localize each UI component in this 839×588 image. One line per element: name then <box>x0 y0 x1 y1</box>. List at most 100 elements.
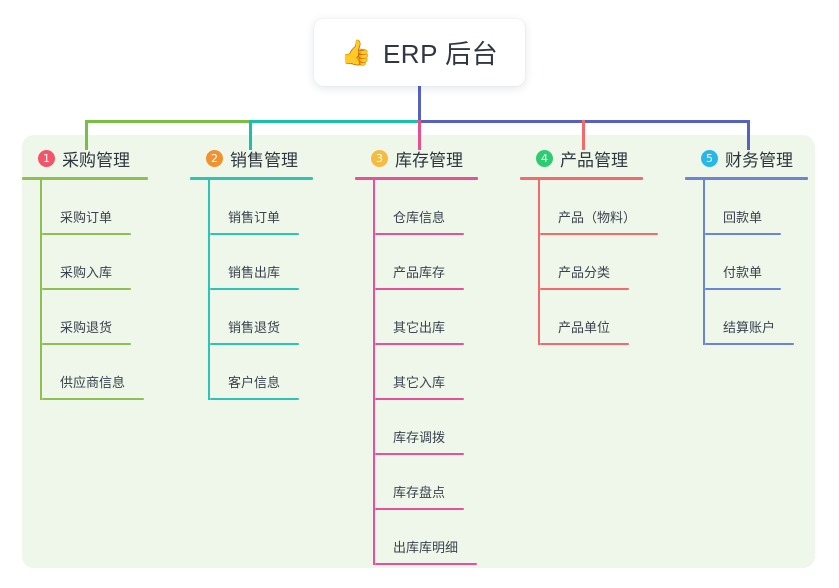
branch-items: 采购订单采购入库采购退货供应商信息 <box>22 180 185 400</box>
branch-underline <box>355 177 478 180</box>
branch-item-label: 其它出库 <box>393 320 446 335</box>
branch-title: 库存管理 <box>395 150 463 170</box>
branch-item-rule <box>42 233 131 235</box>
branch-item-label: 仓库信息 <box>393 210 446 225</box>
branch-badge-icon: 5 <box>701 149 718 167</box>
branch-item[interactable]: 出库库明细 <box>373 510 525 565</box>
branch-item-rule <box>540 233 658 235</box>
branch-column-2: 2 销售管理销售订单销售出库销售退货客户信息 <box>190 146 353 400</box>
branch-item-label: 产品分类 <box>558 265 611 280</box>
branch-item[interactable]: 仓库信息 <box>373 180 525 235</box>
branch-item[interactable]: 供应商信息 <box>40 345 185 400</box>
branch-header-2[interactable]: 2 销售管理 <box>190 146 353 170</box>
branch-item-rule <box>705 288 781 290</box>
branch-item-rule <box>375 288 464 290</box>
thumbs-up-icon: 👍 <box>340 38 372 67</box>
branch-item-rule <box>705 233 781 235</box>
branch-item-rule <box>540 343 629 345</box>
branch-item-label: 销售订单 <box>228 210 281 225</box>
branch-badge-icon: 2 <box>206 149 223 167</box>
branch-header-3[interactable]: 3 库存管理 <box>355 146 525 170</box>
branch-item-rule <box>375 398 464 400</box>
branch-items: 回款单付款单结算账户 <box>685 180 835 345</box>
branch-header-5[interactable]: 5 财务管理 <box>685 146 835 170</box>
branch-item-label: 产品库存 <box>393 265 446 280</box>
branch-item[interactable]: 采购入库 <box>40 235 185 290</box>
branch-underline <box>685 177 808 180</box>
branch-item-rule <box>375 453 464 455</box>
branch-spine <box>40 180 42 400</box>
branch-item-rule <box>375 563 477 565</box>
branch-item-label: 采购入库 <box>60 265 113 280</box>
branch-item-label: 客户信息 <box>228 375 281 390</box>
branch-item-rule <box>375 508 464 510</box>
branch-badge-icon: 3 <box>371 149 388 167</box>
branch-item[interactable]: 其它出库 <box>373 290 525 345</box>
branch-item[interactable]: 产品库存 <box>373 235 525 290</box>
branch-item-rule <box>210 343 299 345</box>
branch-item-label: 产品（物料） <box>558 210 637 225</box>
branch-items: 产品（物料） 产品分类产品单位 <box>520 180 690 345</box>
branch-item[interactable]: 销售退货 <box>208 290 353 345</box>
branch-item-rule <box>375 343 464 345</box>
root-node[interactable]: 👍 ERP 后台 <box>314 19 525 86</box>
branch-spine <box>703 180 705 345</box>
branch-item[interactable]: 产品分类 <box>538 235 690 290</box>
branch-item-label: 供应商信息 <box>60 375 126 390</box>
branch-item[interactable]: 销售订单 <box>208 180 353 235</box>
branch-item-rule <box>210 398 299 400</box>
branch-item[interactable]: 销售出库 <box>208 235 353 290</box>
branch-column-3: 3 库存管理仓库信息产品库存其它出库其它入库库存调拨库存盘点出库库明细 <box>355 146 525 565</box>
branch-spine <box>538 180 540 345</box>
branch-underline <box>22 177 148 180</box>
branch-item-label: 库存调拨 <box>393 430 446 445</box>
branch-item-rule <box>540 288 629 290</box>
branch-item-label: 库存盘点 <box>393 485 446 500</box>
branch-item[interactable]: 库存盘点 <box>373 455 525 510</box>
branch-item-rule <box>42 343 131 345</box>
branch-item[interactable]: 采购订单 <box>40 180 185 235</box>
branch-item[interactable]: 结算账户 <box>703 290 835 345</box>
branch-column-5: 5 财务管理回款单付款单结算账户 <box>685 146 835 345</box>
branch-item[interactable]: 产品单位 <box>538 290 690 345</box>
branch-item[interactable]: 回款单 <box>703 180 835 235</box>
branch-item[interactable]: 产品（物料） <box>538 180 690 235</box>
branch-item[interactable]: 库存调拨 <box>373 400 525 455</box>
branch-title: 财务管理 <box>725 150 793 170</box>
branch-item-label: 采购订单 <box>60 210 113 225</box>
branch-item-label: 出库库明细 <box>393 540 459 555</box>
branch-item-rule <box>375 233 464 235</box>
branch-item-label: 销售出库 <box>228 265 281 280</box>
branch-items: 销售订单销售出库销售退货客户信息 <box>190 180 353 400</box>
branch-title: 销售管理 <box>230 150 298 170</box>
branch-item-rule <box>210 233 299 235</box>
branch-underline <box>520 177 643 180</box>
branch-item[interactable]: 客户信息 <box>208 345 353 400</box>
branch-item-label: 销售退货 <box>228 320 281 335</box>
branch-spine <box>208 180 210 400</box>
branches-panel <box>22 135 815 568</box>
branch-items: 仓库信息产品库存其它出库其它入库库存调拨库存盘点出库库明细 <box>355 180 525 565</box>
branch-item[interactable]: 付款单 <box>703 235 835 290</box>
branch-item-label: 结算账户 <box>723 320 776 335</box>
branch-badge-icon: 1 <box>38 149 55 167</box>
branch-item[interactable]: 采购退货 <box>40 290 185 345</box>
branch-item-label: 采购退货 <box>60 320 113 335</box>
root-title: ERP 后台 <box>382 39 499 69</box>
branch-item-label: 回款单 <box>723 210 763 225</box>
branch-item[interactable]: 其它入库 <box>373 345 525 400</box>
branch-spine <box>373 180 375 565</box>
branch-item-label: 产品单位 <box>558 320 611 335</box>
branch-item-rule <box>210 288 299 290</box>
branch-underline <box>190 177 313 180</box>
branch-item-label: 付款单 <box>723 265 763 280</box>
branch-item-rule <box>42 398 144 400</box>
branch-item-label: 其它入库 <box>393 375 446 390</box>
branch-item-rule <box>42 288 131 290</box>
